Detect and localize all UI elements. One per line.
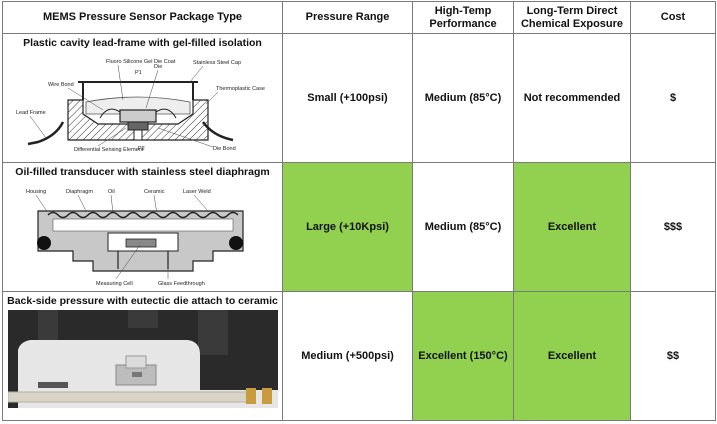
- backside-pressure-photo: [7, 310, 278, 408]
- oil-filled-transducer-diagram: Housing Diaphragm Oil Ceramic Laser Weld: [26, 189, 244, 287]
- range-cell: Medium (+500psi): [282, 291, 413, 421]
- table-row: Back-side pressure with eutectic die att…: [2, 291, 716, 421]
- cost-cell: $$: [630, 291, 716, 421]
- range-cell: Small (+100psi): [282, 33, 413, 163]
- chem-cell: Excellent: [513, 291, 631, 421]
- gel-filled-package-diagram: Fluoro Silicone Gel Die Coat P1 Die Stai…: [16, 59, 265, 153]
- label-cell: Measuring Cell: [96, 281, 133, 287]
- header-high-temp: High-Temp Performance: [412, 1, 514, 34]
- label-wire: Wire Bond: [48, 82, 74, 88]
- label-lead: Lead Frame: [16, 110, 46, 116]
- label-cap: Stainless Steel Cap: [193, 60, 241, 66]
- temp-cell: Excellent (150°C): [412, 291, 514, 421]
- label-thermo: Thermoplastic Case: [216, 86, 265, 92]
- chem-cell: Excellent: [513, 162, 631, 292]
- package-title: Oil-filled transducer with stainless ste…: [15, 166, 270, 178]
- label-ceramic: Ceramic: [144, 189, 165, 195]
- header-pressure-range: Pressure Range: [282, 1, 413, 34]
- label-p2: P2: [138, 146, 145, 152]
- header-package-type: MEMS Pressure Sensor Package Type: [2, 1, 283, 34]
- label-fluoro: Fluoro Silicone Gel Die Coat: [106, 59, 176, 65]
- temp-cell: Medium (85°C): [412, 33, 514, 163]
- package-cell: Back-side pressure with eutectic die att…: [2, 291, 283, 421]
- header-chemical-exposure: Long-Term Direct Chemical Exposure: [513, 1, 631, 34]
- label-diebond: Die Bond: [213, 146, 236, 152]
- table-row: Oil-filled transducer with stainless ste…: [2, 162, 716, 292]
- chem-cell: Not recommended: [513, 33, 631, 163]
- label-housing: Housing: [26, 189, 46, 195]
- table-row: Plastic cavity lead-frame with gel-fille…: [2, 33, 716, 163]
- cost-cell: $$$: [630, 162, 716, 292]
- temp-cell: Medium (85°C): [412, 162, 514, 292]
- package-cell: Oil-filled transducer with stainless ste…: [2, 162, 283, 292]
- package-title: Plastic cavity lead-frame with gel-fille…: [23, 37, 262, 49]
- label-diaphragm: Diaphragm: [66, 189, 93, 195]
- label-glass: Glass Feedthrough: [158, 281, 205, 287]
- cost-cell: $: [630, 33, 716, 163]
- label-oil: Oil: [108, 189, 115, 195]
- header-row: MEMS Pressure Sensor Package Type Pressu…: [2, 1, 716, 34]
- label-die: Die: [154, 64, 162, 70]
- package-title: Back-side pressure with eutectic die att…: [7, 295, 278, 307]
- label-p1: P1: [135, 70, 142, 76]
- label-laser: Laser Weld: [183, 189, 211, 195]
- label-diff: Differential Sensing Element: [74, 147, 144, 153]
- header-cost: Cost: [630, 1, 716, 34]
- range-cell: Large (+10Kpsi): [282, 162, 413, 292]
- package-cell: Plastic cavity lead-frame with gel-fille…: [2, 33, 283, 163]
